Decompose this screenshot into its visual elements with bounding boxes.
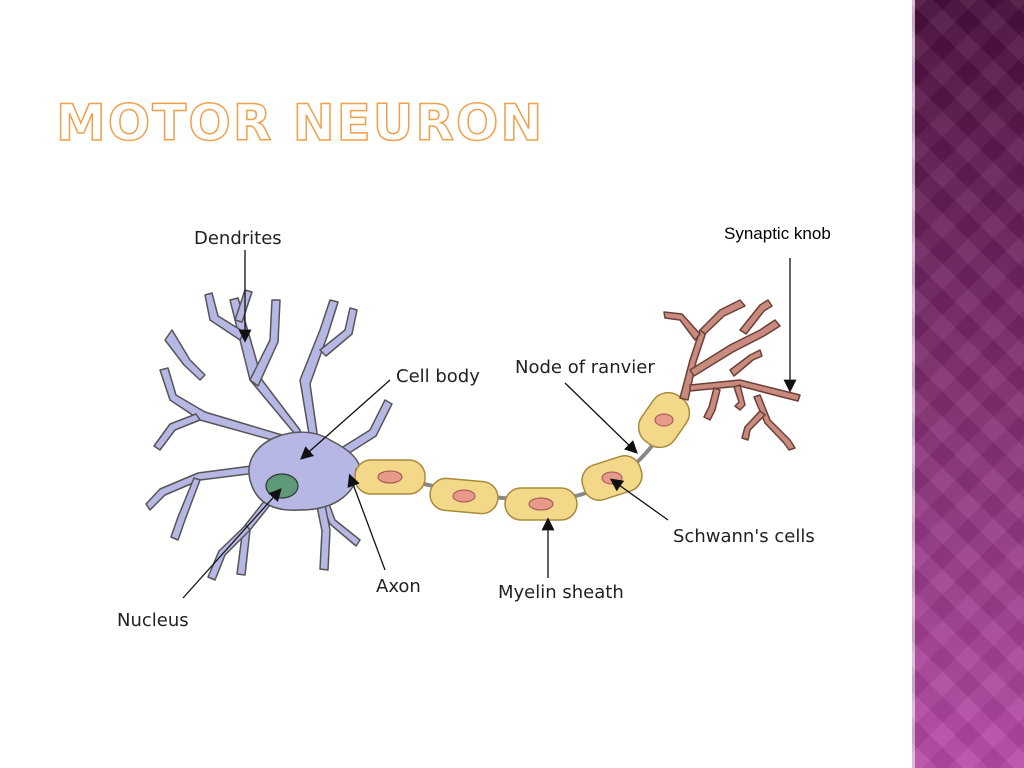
label-dendrites: Dendrites	[194, 228, 282, 249]
label-synaptic-knob: Synaptic knob	[724, 224, 831, 243]
label-nucleus: Nucleus	[117, 610, 189, 631]
nucleus-shape	[265, 473, 299, 499]
cell-body-shape	[248, 431, 361, 511]
dendrites	[145, 289, 393, 581]
label-cell-body: Cell body	[396, 366, 480, 387]
schwann-nuclei	[377, 413, 674, 511]
axon-terminal	[663, 299, 801, 451]
label-myelin-sheath: Myelin sheath	[498, 582, 624, 603]
leader-arrows	[182, 250, 797, 599]
label-node-of-ranvier: Node of ranvier	[515, 357, 655, 378]
label-axon: Axon	[376, 576, 421, 597]
decorative-side-band	[912, 0, 1024, 768]
label-schwanns-cells: Schwann's cells	[673, 526, 815, 547]
slide-title: MOTOR NEURON	[55, 94, 545, 152]
